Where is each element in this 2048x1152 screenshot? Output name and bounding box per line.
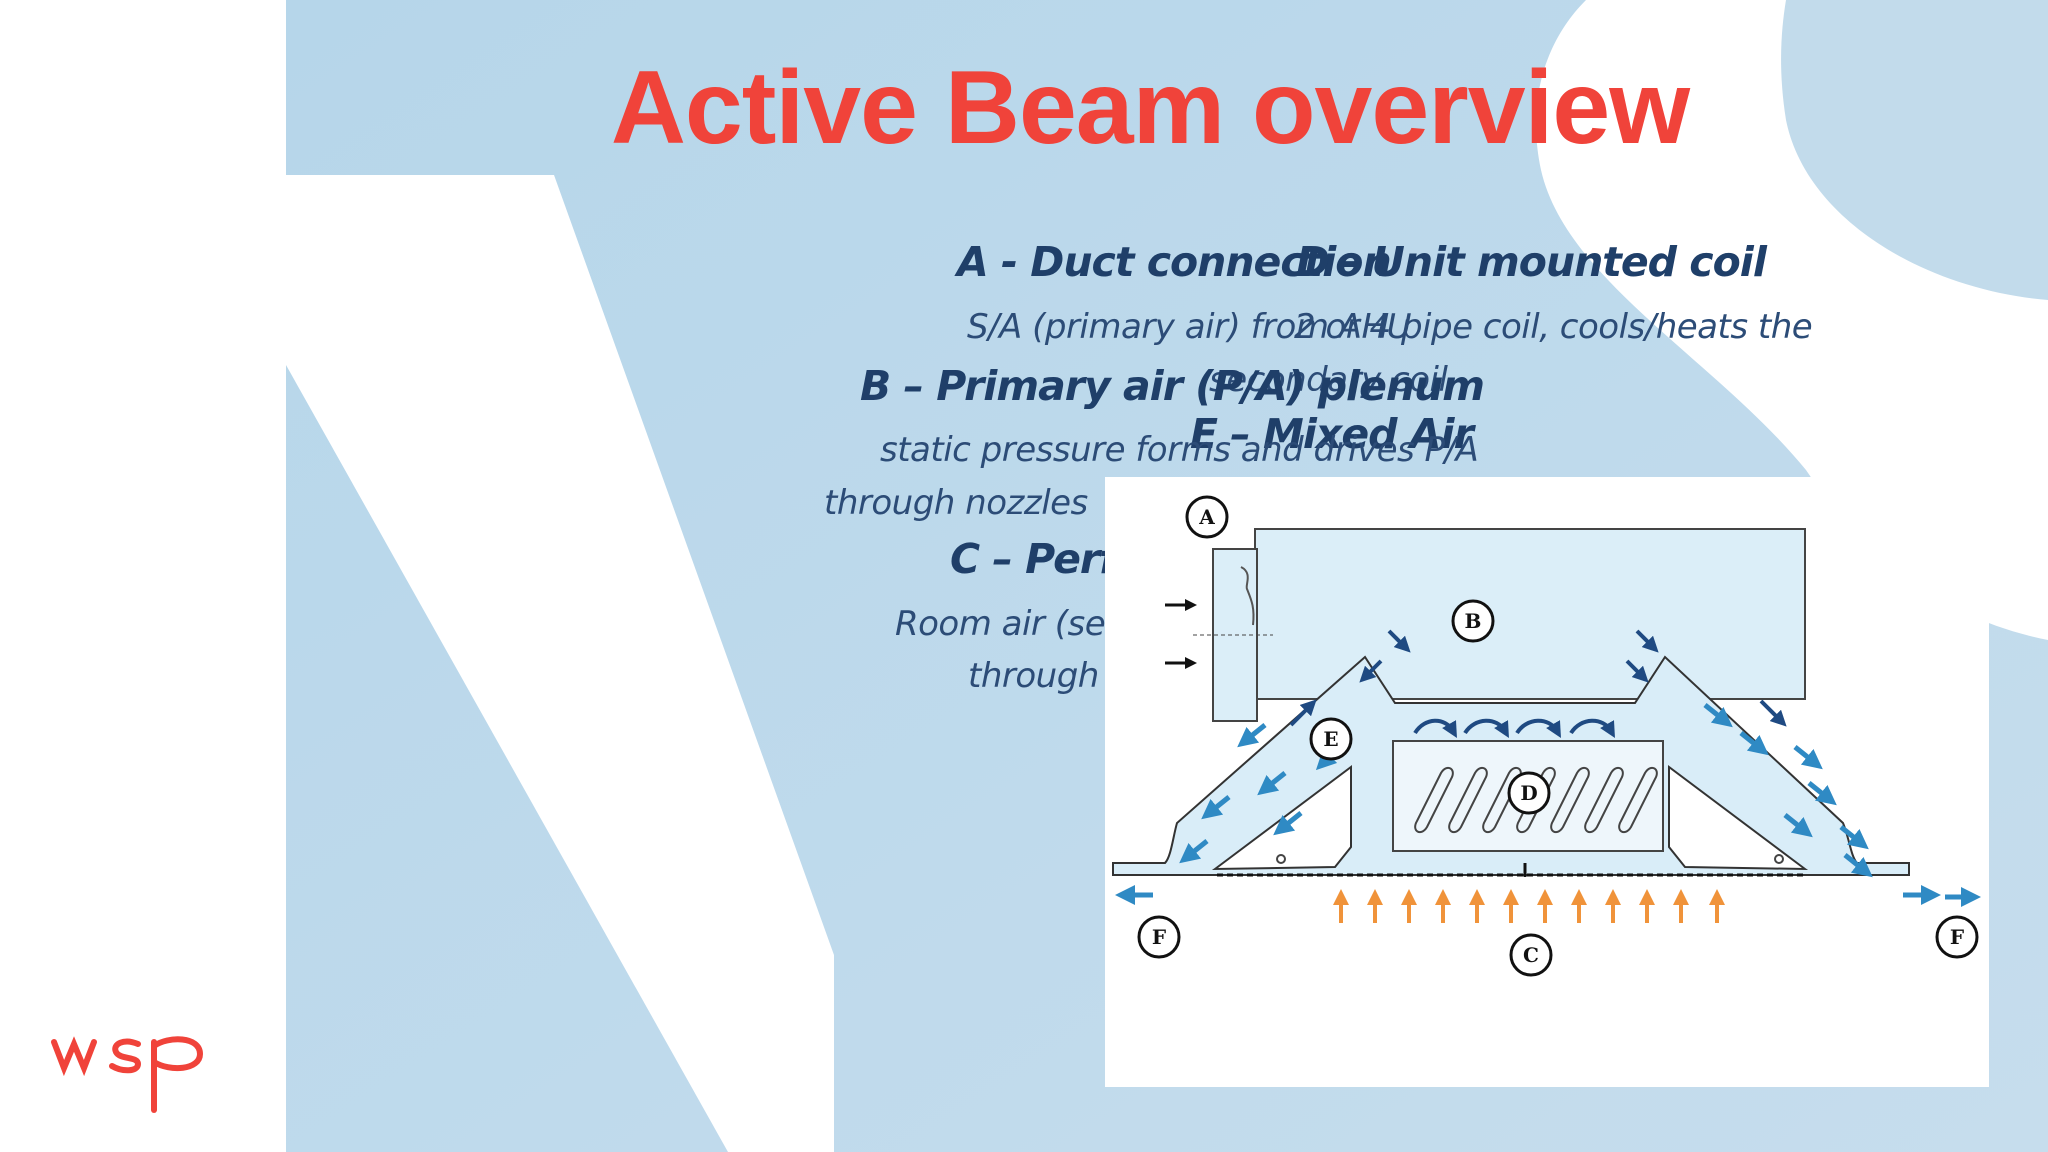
item-b-heading: B – Primary air (P/A) plenum [860, 362, 1485, 410]
diagram-svg: A B C D E F F [1112, 495, 1981, 977]
callout-b: B [1465, 609, 1482, 633]
item-a-heading: A - Duct connection [957, 238, 1392, 286]
item-c-heading: C – Perf [950, 535, 1117, 583]
background-stroke-left [286, 175, 834, 1152]
item-b-body-line1: static pressure forms and drives P/A [880, 430, 1479, 470]
item-c-body-line2: through [968, 656, 1099, 696]
callout-a: A [1198, 505, 1215, 529]
item-b-body-line2: through nozzles [824, 483, 1088, 523]
callout-d: D [1520, 781, 1537, 805]
callout-e: E [1323, 727, 1338, 751]
item-d-body-line1: 2 or 4 pipe coil, cools/heats the [1294, 307, 1813, 347]
callout-f-right: F [1950, 925, 1964, 949]
callout-c: C [1523, 943, 1539, 967]
item-a-body: S/A (primary air) from AHU [967, 307, 1411, 347]
item-d-heading: D - Unit mounted coil [1296, 238, 1767, 286]
item-e-heading: E – Mixed Air [1190, 410, 1474, 458]
wsp-logo [50, 1030, 210, 1120]
item-d-body-line2: secondary coil [1209, 360, 1448, 400]
callout-f-left: F [1152, 925, 1166, 949]
item-c-body-line1: Room air (se [895, 604, 1106, 644]
left-margin [0, 0, 286, 1152]
slide-title: Active Beam overview [610, 50, 1690, 166]
beam-housing [1254, 528, 1806, 700]
active-beam-diagram: A B C D E F F [1105, 477, 1989, 1087]
wsp-logo-mark [51, 1036, 204, 1113]
